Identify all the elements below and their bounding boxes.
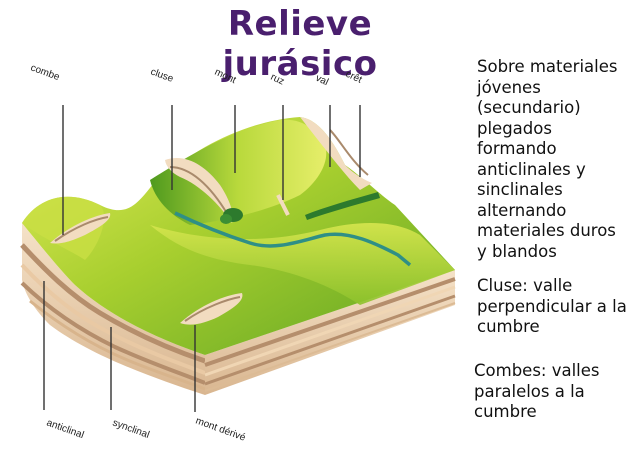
description-line: plegados <box>477 118 552 138</box>
description-line: jóvenes <box>477 77 541 97</box>
jurassic-relief-diagram: combe cluse mont ruz val crêt anticlinal… <box>0 55 470 472</box>
cluse-definition-line: Cluse: valle <box>477 276 573 295</box>
block-front-face <box>20 223 206 395</box>
river <box>174 211 412 267</box>
label-anticlinal: anticlinal <box>45 417 85 441</box>
combes-definition-line: Combes: valles <box>474 361 600 380</box>
label-ruz: ruz <box>269 72 286 88</box>
description-line: (secundario) <box>477 98 581 117</box>
cluse-definition-line: perpendicular a la <box>477 296 627 316</box>
label-synclinal: synclinal <box>111 417 151 440</box>
description-line: sinclinales <box>477 180 563 199</box>
cluse-definition: Cluse: valle perpendicular a la cumbre <box>477 276 627 338</box>
combes-definition-line: cumbre <box>474 402 537 421</box>
description-line: Sobre materiales <box>477 57 618 76</box>
description-text: Sobre materiales jóvenes (secundario) pl… <box>477 57 617 262</box>
description-line: alternando <box>477 200 567 220</box>
label-mont-derive: mont dérivé <box>194 415 247 443</box>
description-line: formando <box>477 139 557 158</box>
description-line: materiales duros <box>477 221 616 240</box>
relief-block-illustration: combe cluse mont ruz val crêt anticlinal… <box>20 62 456 444</box>
label-val: val <box>314 73 330 88</box>
mont-ridge <box>150 119 327 225</box>
label-mont: mont <box>213 67 238 86</box>
combes-definition-line: paralelos a la <box>474 381 585 401</box>
block-right-face <box>204 270 456 395</box>
cluse-definition-line: cumbre <box>477 317 540 336</box>
label-combe: combe <box>29 62 61 83</box>
diagram-title: Relieve jurásico <box>222 4 378 84</box>
valley-floor <box>150 223 455 305</box>
combes-definition: Combes: valles paralelos a la cumbre <box>474 361 600 423</box>
description-line: y blandos <box>477 241 557 261</box>
description-line: anticlinales y <box>477 159 586 179</box>
label-cret: crêt <box>344 69 364 86</box>
label-cluse: cluse <box>149 66 175 84</box>
forest-patches <box>220 192 380 224</box>
